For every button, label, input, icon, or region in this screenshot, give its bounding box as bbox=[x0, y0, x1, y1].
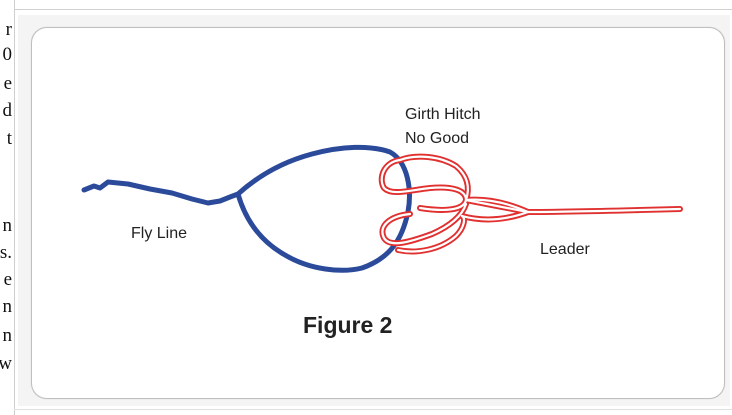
text-fragment: n bbox=[2, 215, 13, 236]
text-fragment: d bbox=[2, 100, 13, 121]
text-fragment: w bbox=[0, 353, 12, 374]
text-fragment: e bbox=[3, 269, 12, 290]
fly-line-tail bbox=[81, 179, 241, 206]
top-divider bbox=[14, 9, 732, 10]
label-girth-hitch: Girth Hitch bbox=[405, 106, 481, 123]
figure-title: Figure 2 bbox=[303, 312, 392, 338]
label-no-good: No Good bbox=[405, 130, 469, 147]
adjacent-text-column: r 0 e d t n s. e n n w bbox=[0, 0, 15, 415]
label-leader: Leader bbox=[540, 241, 590, 258]
text-fragment: t bbox=[6, 128, 12, 149]
text-fragment: n bbox=[2, 325, 13, 346]
label-fly-line: Fly Line bbox=[131, 225, 187, 242]
text-fragment: e bbox=[3, 73, 12, 94]
text-fragment: 0 bbox=[2, 44, 13, 65]
text-fragment: r bbox=[5, 19, 12, 40]
text-fragment: n bbox=[2, 296, 13, 317]
bottom-divider bbox=[14, 409, 732, 410]
leader-line bbox=[378, 153, 683, 255]
text-fragment: s. bbox=[0, 242, 12, 263]
